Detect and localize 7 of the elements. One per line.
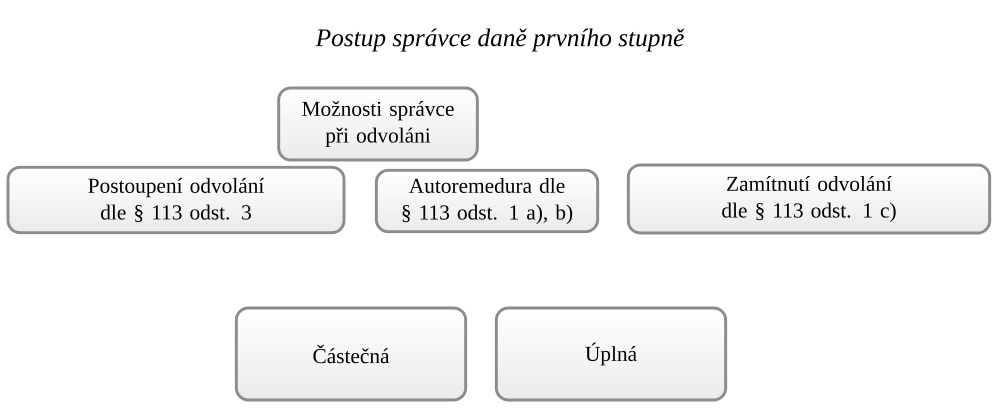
- title: Postup správce daně prvního stupně: [316, 28, 684, 52]
- rounded-box: Autoremedura dle § 113 odst. 1 a), b): [374, 168, 600, 234]
- rounded-box: Možnosti správce při odvoláni: [277, 86, 479, 162]
- rounded-box: Úplná: [494, 306, 728, 402]
- rounded-box: Zamítnutí odvolání dle § 113 odst. 1 c): [626, 164, 992, 234]
- rounded-box: Postoupení odvolání dle § 113 odst. 3: [6, 166, 346, 234]
- rounded-box: Částečná: [234, 306, 468, 402]
